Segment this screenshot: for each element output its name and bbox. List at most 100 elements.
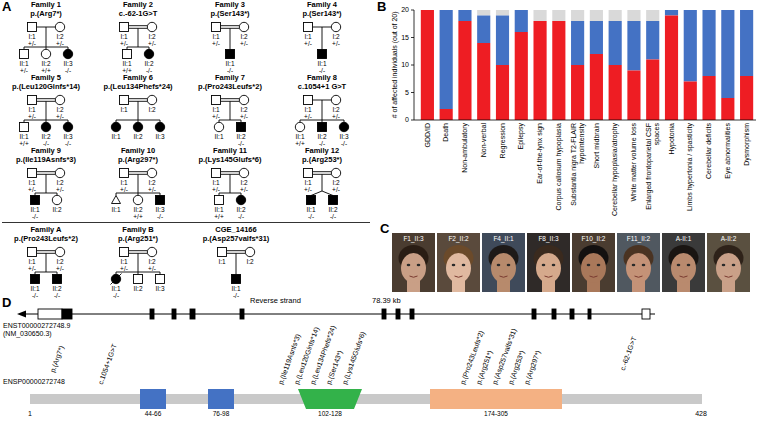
male-symbol <box>212 169 221 178</box>
male-symbol <box>318 50 327 59</box>
individual-id: I:2 <box>332 179 339 186</box>
female-symbol <box>147 168 156 177</box>
category-label: Non-ambulatory <box>461 123 469 219</box>
female-symbol <box>239 95 248 104</box>
genotype: +/- <box>304 186 312 193</box>
genotype: +/- <box>28 186 36 193</box>
sibship-line <box>35 272 57 273</box>
category-label: Enlarged frontoparietal CSF spaces <box>645 123 660 219</box>
genotype: -/- <box>113 292 119 299</box>
category-label: Dysmorphism <box>743 123 751 219</box>
individual-id: I:1 <box>212 179 219 186</box>
photo-background <box>437 233 480 292</box>
male-symbol <box>123 50 132 59</box>
photo-label: F2_II:2 <box>448 235 468 242</box>
variant-name: c.1054+1 G>T <box>298 83 346 91</box>
photo-background <box>707 233 750 292</box>
individual-id: II:1 <box>111 206 120 213</box>
genotype: +/- <box>332 186 340 193</box>
y-axis <box>414 10 415 120</box>
descent-line <box>46 101 47 120</box>
bar-missing <box>533 10 546 21</box>
deceased-slash <box>111 274 122 285</box>
family-title: CGE_14166 <box>215 226 256 234</box>
individual-id: I:1 <box>28 179 35 186</box>
genotype: +/- <box>212 113 220 120</box>
individual-id: I:2 <box>332 106 339 113</box>
individual-id: I:1 <box>28 33 35 40</box>
twin-line <box>322 191 333 196</box>
genotype: +/+ <box>295 140 304 147</box>
category-label: Non-verbal <box>480 123 488 219</box>
patient-photo <box>437 233 480 292</box>
male-symbol <box>20 50 29 59</box>
bar-affected <box>740 76 753 120</box>
male-symbol <box>307 196 316 205</box>
male-symbol <box>28 23 37 32</box>
descent-line <box>46 174 47 193</box>
descent-line <box>230 28 231 49</box>
bar-affected <box>421 10 434 120</box>
genotype: -/- <box>54 292 60 299</box>
utr-exon <box>642 309 650 319</box>
male-symbol <box>226 50 235 59</box>
male-symbol <box>20 123 29 132</box>
category-label: Ear-of-the-lynx sign <box>536 123 544 219</box>
eye <box>587 264 591 266</box>
domain-range: 76-98 <box>213 410 230 417</box>
variant-name: p.(Ser143*) <box>302 10 341 18</box>
male-symbol <box>28 96 37 105</box>
genotype: +/- <box>28 40 36 47</box>
genotype: +/- <box>332 113 340 120</box>
genotype: +/- <box>240 113 248 120</box>
bar-missing <box>552 10 565 21</box>
variant-name: p.(Arg253*) <box>302 156 342 164</box>
descent-line <box>230 174 231 193</box>
pedigree <box>112 168 165 204</box>
consanguinity-line <box>227 250 246 251</box>
strand-label: Reverse strand <box>250 297 301 305</box>
individual-id: II:2 <box>236 206 245 213</box>
genotype: +/- <box>240 186 248 193</box>
photo-label: F10_II:2 <box>582 235 606 242</box>
coding-exon <box>552 309 556 319</box>
pedigree <box>212 22 249 58</box>
sibship-line <box>35 193 57 194</box>
individual-id: I:1 <box>304 33 311 40</box>
face <box>626 253 651 283</box>
individual-id: II:1 <box>306 206 315 213</box>
individual-id: I:1 <box>218 258 225 265</box>
domain-box: 174-305 <box>430 389 562 409</box>
genotype: -/- <box>238 213 244 220</box>
family-title: Family 12 <box>305 147 339 155</box>
female-symbol <box>63 122 72 131</box>
strand-arrow <box>17 311 26 318</box>
mouth <box>500 276 508 277</box>
male-symbol <box>215 196 224 205</box>
photo-background <box>617 233 660 292</box>
variant-name: p.(Arg7*) <box>30 10 62 18</box>
bar-affected <box>665 16 678 121</box>
consanguinity-line <box>37 250 56 251</box>
individual-id: II:2 <box>52 206 61 213</box>
individual-id: I:1 <box>120 33 127 40</box>
genotype: +/- <box>120 40 128 47</box>
variant-name: p.(Lys145Glufs*6) <box>198 156 261 164</box>
male-symbol <box>134 275 143 284</box>
individual-id: I:2 <box>148 106 155 113</box>
individual-id: II:1 <box>19 133 28 140</box>
patient-photo <box>662 233 705 292</box>
individual-id: II:2 <box>133 206 142 213</box>
descent-line <box>138 28 139 47</box>
bar-unaffected <box>721 10 734 98</box>
individual-id: I:2 <box>148 258 155 265</box>
male-symbol <box>212 96 221 105</box>
variant-label: c.-62-1G>T <box>619 336 638 372</box>
genotype: +/- <box>332 40 340 47</box>
male-symbol <box>329 196 338 205</box>
variant-name: p.(Ser143*) <box>210 10 249 18</box>
patient-photo <box>482 233 525 292</box>
bar-chart <box>421 10 753 120</box>
genotype: +/- <box>148 186 156 193</box>
genotype: +/- <box>148 40 156 47</box>
